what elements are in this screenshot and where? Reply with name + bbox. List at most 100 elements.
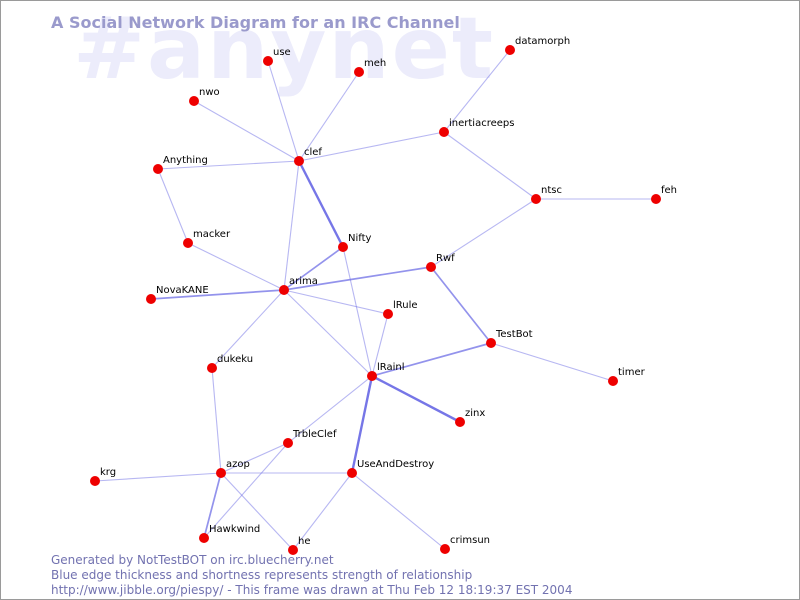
footer-generated-by: Generated by NotTestBOT on irc.bluecherr… — [51, 553, 334, 567]
edge-azop-he — [220, 472, 294, 551]
node-meh: meh — [354, 58, 386, 77]
node-testbot: TestBot — [486, 329, 533, 348]
node-label: arima — [289, 276, 318, 287]
edge-rwf-testbot — [430, 266, 492, 344]
edge-testbot-timer — [490, 342, 614, 382]
node-azop: azop — [216, 459, 250, 478]
node-zinx: zinx — [455, 408, 485, 427]
node-label: zinx — [465, 408, 485, 419]
node-dot — [651, 194, 661, 204]
footer-source-url: http://www.jibble.org/piespy/ - This fra… — [51, 583, 573, 597]
channel-watermark: #anynet — [73, 0, 496, 99]
node-label: TestBot — [495, 329, 533, 340]
node-dot — [199, 533, 209, 543]
edge-dukeku-azop — [211, 367, 222, 474]
edge-nwo-clef — [193, 100, 300, 162]
diagram-title: A Social Network Diagram for an IRC Chan… — [51, 13, 460, 32]
node-inertiacreeps: inertiacreeps — [439, 118, 514, 137]
node-lrainl: lRainl — [367, 362, 405, 381]
node-label: clef — [304, 147, 322, 158]
node-dot — [439, 127, 449, 137]
edge-nifty-arima — [283, 246, 344, 291]
node-use: use — [263, 47, 291, 66]
node-label: use — [273, 47, 291, 58]
node-label: nwo — [199, 87, 220, 98]
node-dot — [90, 476, 100, 486]
node-dot — [440, 544, 450, 554]
node-dot — [426, 262, 436, 272]
edge-anything-macker — [157, 168, 189, 244]
edge-trbleclef-azop — [220, 442, 289, 474]
node-novakane: NovaKANE — [146, 285, 209, 304]
edge-lrainl-trbleclef — [287, 375, 373, 444]
node-label: Rwf — [436, 253, 455, 264]
node-label: UseAndDestroy — [357, 459, 434, 470]
edge-arima-dukeku — [211, 289, 285, 369]
node-dot — [505, 45, 515, 55]
node-dot — [288, 545, 298, 555]
node-krg: krg — [90, 467, 116, 486]
edge-macker-arima — [187, 242, 285, 291]
node-dot — [207, 363, 217, 373]
node-feh: feh — [651, 185, 677, 204]
footer-legend-note: Blue edge thickness and shortness repres… — [51, 568, 473, 582]
node-dot — [146, 294, 156, 304]
node-label: Nifty — [348, 233, 372, 244]
edge-clef-nifty — [297, 160, 345, 248]
footer-caption: Generated by NotTestBOT on irc.bluecherr… — [51, 553, 572, 598]
node-label: TrbleClef — [292, 429, 337, 440]
node-label: azop — [226, 459, 250, 470]
edge-anything-clef — [157, 160, 300, 170]
node-dot — [455, 417, 465, 427]
node-arima: arima — [279, 276, 318, 295]
edge-ntsc-rwf — [430, 198, 537, 268]
node-macker: macker — [183, 229, 231, 248]
edge-testbot-lrainl — [371, 342, 492, 377]
edge-azop-krg — [94, 472, 222, 482]
node-label: NovaKANE — [156, 285, 209, 296]
node-label: ntsc — [541, 185, 562, 196]
node-dot — [153, 164, 163, 174]
edge-inertiacreeps-ntsc — [443, 131, 537, 200]
node-rwf: Rwf — [426, 253, 455, 272]
node-dot — [354, 67, 364, 77]
node-label: crimsun — [450, 535, 490, 546]
node-dot — [283, 438, 293, 448]
edge-arima-novakane — [150, 289, 285, 300]
edge-clef-arima — [283, 160, 300, 291]
node-anything: Anything — [153, 155, 208, 174]
node-dot — [183, 238, 193, 248]
node-label: he — [298, 536, 311, 547]
node-lrule: lRule — [383, 300, 418, 319]
node-dot — [531, 194, 541, 204]
node-dot — [608, 376, 618, 386]
node-dot — [347, 468, 357, 478]
node-dot — [486, 338, 496, 348]
node-label: Hawkwind — [209, 524, 260, 535]
edge-meh-clef — [298, 71, 360, 162]
edge-layer — [94, 49, 656, 551]
node-datamorph: datamorph — [505, 36, 570, 55]
node-label: lRule — [393, 300, 418, 311]
edge-lrainl-zinx — [371, 374, 461, 424]
edge-useanddestroy-he — [292, 472, 353, 551]
node-dukeku: dukeku — [207, 354, 253, 373]
edge-lrule-lrainl — [371, 313, 389, 377]
edge-datamorph-inertiacreeps — [443, 49, 511, 133]
node-label: datamorph — [515, 36, 570, 47]
edge-azop-hawkwind — [203, 472, 222, 539]
edge-lrainl-useanddestroy — [350, 375, 374, 474]
node-nifty: Nifty — [338, 233, 372, 252]
node-trbleclef: TrbleClef — [283, 429, 337, 448]
node-ntsc: ntsc — [531, 185, 562, 204]
edge-nifty-lrainl — [342, 246, 373, 377]
node-dot — [189, 96, 199, 106]
node-hawkwind: Hawkwind — [199, 524, 260, 543]
node-dot — [263, 56, 273, 66]
node-he: he — [288, 536, 311, 555]
node-layer: use meh datamorph nwo inertiacreeps clefAnyth… — [90, 36, 677, 555]
node-label: dukeku — [217, 354, 253, 365]
node-dot — [383, 309, 393, 319]
node-label: lRainl — [377, 362, 405, 373]
node-label: meh — [364, 58, 386, 69]
